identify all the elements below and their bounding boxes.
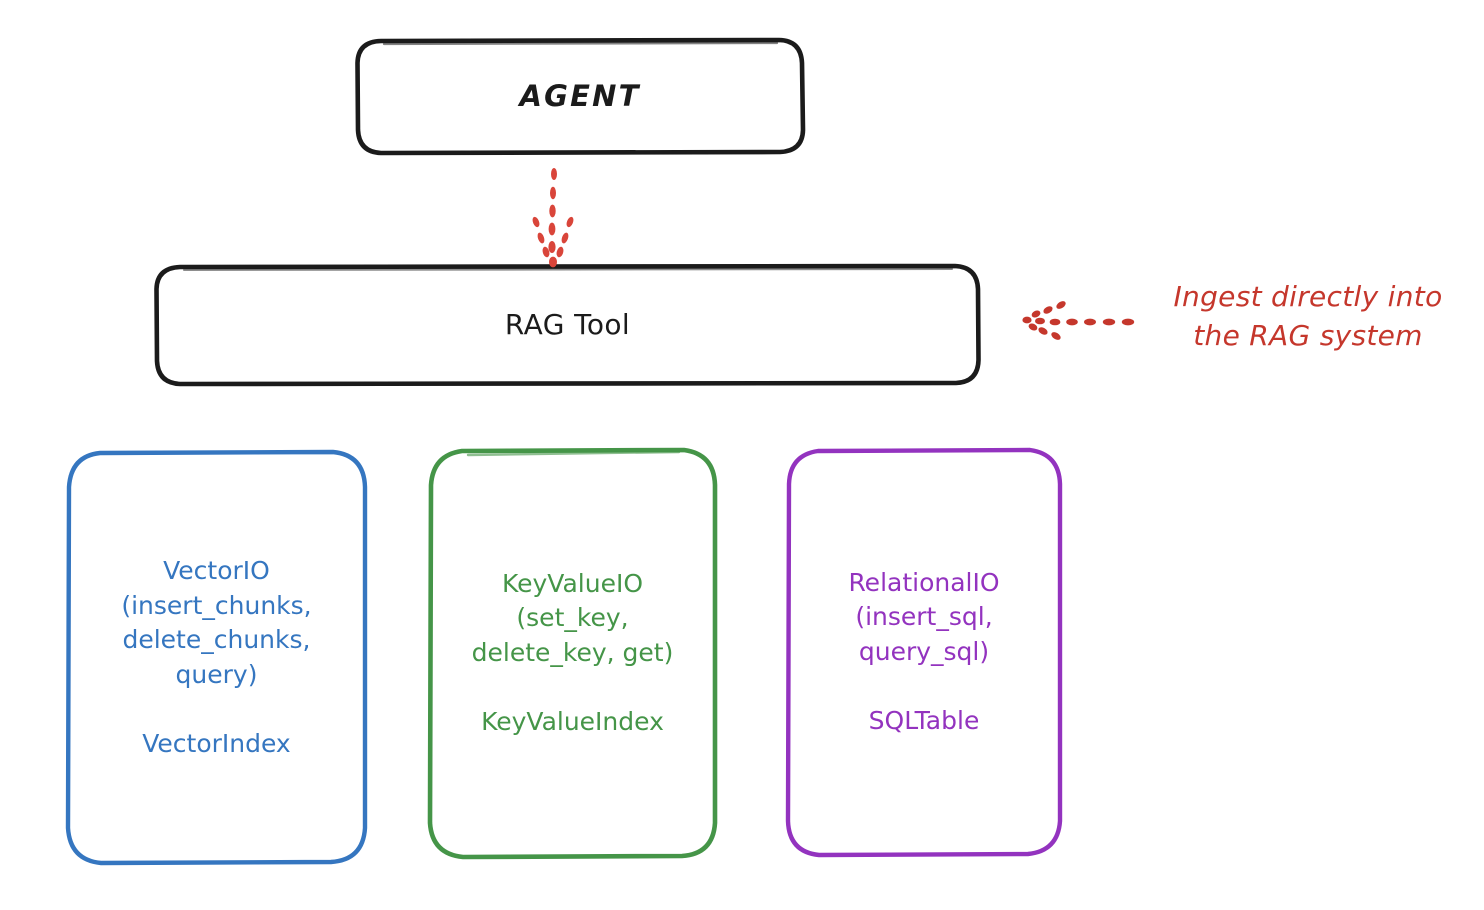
node-key-value-io-label: KeyValueIO (set_key, delete_key, get) Ke…: [471, 568, 674, 736]
node-vector-io[interactable]: VectorIO (insert_chunks, delete_chunks, …: [68, 452, 365, 863]
rag-tool-box-outline: [154, 263, 981, 387]
relationalio-box-outline: [785, 447, 1063, 858]
node-key-value-io[interactable]: KeyValueIO (set_key, delete_key, get) Ke…: [430, 450, 715, 856]
vectorio-box-outline: [65, 449, 368, 866]
node-relational-io-label: RelationalIO (insert_sql, query_sql) SQL…: [848, 567, 1000, 735]
node-rag-tool[interactable]: RAG Tool: [157, 266, 978, 384]
agent-box-outline: [355, 37, 806, 156]
node-agent[interactable]: AGENT: [358, 40, 802, 153]
node-rag-tool-label: RAG Tool: [504, 307, 631, 341]
connector-annotation-to-rag-tool: [1022, 301, 1135, 340]
node-relational-io[interactable]: RelationalIO (insert_sql, query_sql) SQL…: [788, 450, 1060, 854]
annotation-ingest-note: Ingest directly into the RAG system: [1173, 280, 1443, 352]
connector-agent-to-rag-tool: [532, 168, 574, 268]
node-vector-io-label: VectorIO (insert_chunks, delete_chunks, …: [121, 556, 312, 758]
node-agent-label: AGENT: [519, 78, 641, 113]
keyvalueio-box-outline: [427, 447, 718, 860]
